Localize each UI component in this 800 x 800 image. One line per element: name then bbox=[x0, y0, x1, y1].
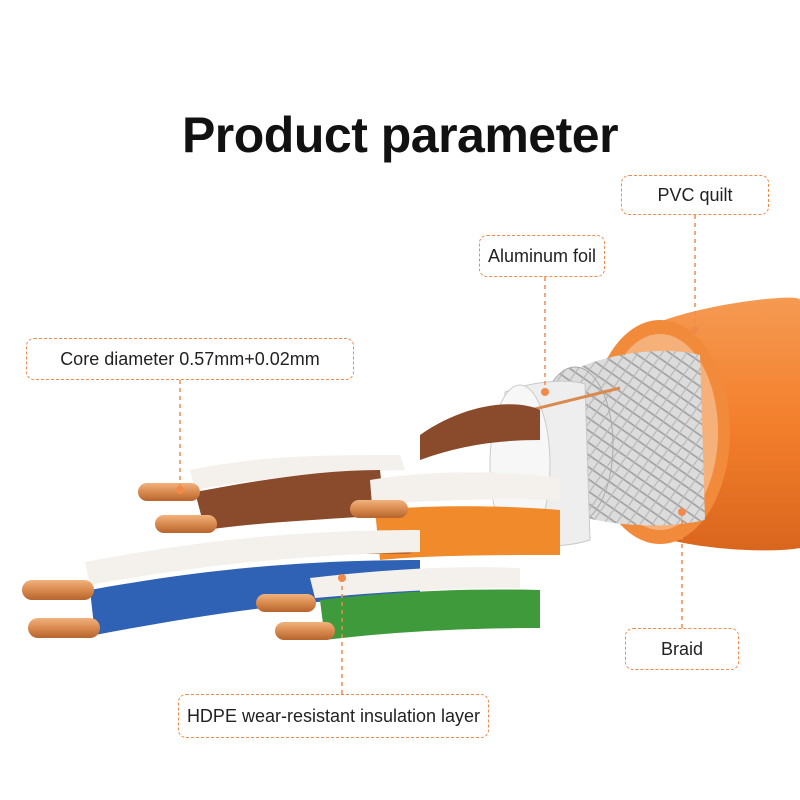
wire-pair-orange bbox=[350, 472, 560, 560]
core-diameter-label: Core diameter 0.57mm+0.02mm bbox=[26, 338, 354, 380]
callout-dots bbox=[176, 326, 699, 582]
pvc-quilt-label: PVC quilt bbox=[621, 175, 769, 215]
page-title: Product parameter bbox=[181, 107, 619, 163]
wire-pair-brown bbox=[138, 404, 540, 533]
wire-pair-green bbox=[256, 567, 540, 640]
callout-leaders bbox=[179, 215, 696, 694]
hdpe-insulation-label: HDPE wear-resistant insulation layer bbox=[178, 694, 489, 738]
braid-label: Braid bbox=[625, 628, 739, 670]
aluminum-foil-label: Aluminum foil bbox=[479, 235, 605, 277]
